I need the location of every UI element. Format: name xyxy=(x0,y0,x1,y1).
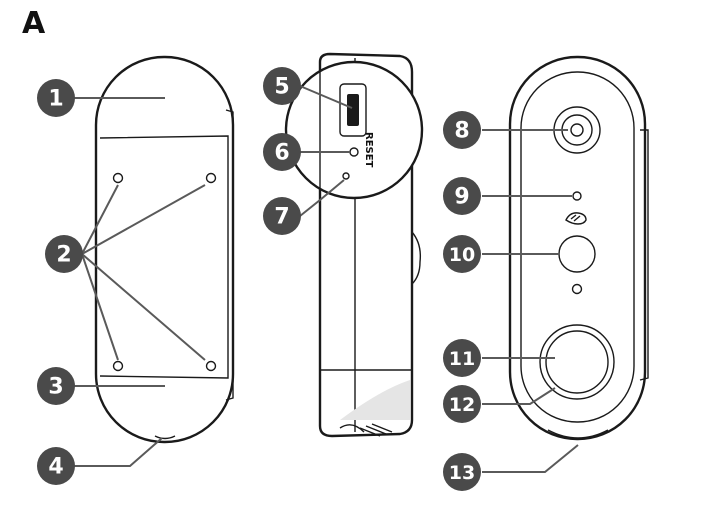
light-sensor xyxy=(572,191,582,201)
side-bump xyxy=(411,231,422,285)
svg-text:13: 13 xyxy=(449,462,475,484)
callout-4: 4 xyxy=(37,447,75,485)
reset-label: RESET xyxy=(363,132,374,168)
usb-port-inner xyxy=(347,94,359,126)
leader-2 xyxy=(81,184,206,361)
screw-hole-top-left xyxy=(112,172,124,184)
screw-hole-top-right xyxy=(205,172,217,184)
front-side-edge xyxy=(639,129,649,381)
back-bottom-port xyxy=(154,435,176,440)
svg-text:11: 11 xyxy=(449,348,475,370)
panel-label: A xyxy=(22,6,46,41)
svg-text:3: 3 xyxy=(48,375,63,400)
screw-hole-bottom-left xyxy=(112,360,124,372)
leader-7 xyxy=(299,179,345,217)
svg-text:2: 2 xyxy=(56,243,71,268)
callout-13: 13 xyxy=(443,453,481,491)
magnifier-circle xyxy=(284,60,424,200)
callout-10: 10 xyxy=(443,235,481,273)
callout-3: 3 xyxy=(37,367,75,405)
hand-sensor-icon xyxy=(565,212,587,225)
callout-7: 7 xyxy=(263,197,301,235)
mounting-plate xyxy=(99,135,229,379)
svg-text:8: 8 xyxy=(454,119,469,144)
callout-8: 8 xyxy=(443,111,481,149)
svg-text:6: 6 xyxy=(274,141,289,166)
doorbell-button-ring xyxy=(539,324,615,400)
callout-6: 6 xyxy=(263,133,301,171)
back-view xyxy=(94,55,235,444)
side-bottom-curve xyxy=(339,424,365,433)
callout-2: 2 xyxy=(45,235,83,273)
status-led xyxy=(571,283,583,295)
leader-5 xyxy=(299,85,353,109)
front-view xyxy=(508,55,649,441)
svg-text:10: 10 xyxy=(449,244,475,266)
callout-11: 11 xyxy=(443,339,481,377)
front-face xyxy=(520,71,635,423)
screw-hole-bottom-right xyxy=(205,360,217,372)
svg-text:7: 7 xyxy=(274,205,289,230)
front-body xyxy=(508,55,647,441)
leader-13 xyxy=(482,444,579,473)
callout-5: 5 xyxy=(263,67,301,105)
callout-9: 9 xyxy=(443,177,481,215)
back-side-edge xyxy=(225,109,234,401)
side-bottom-shade xyxy=(340,380,410,420)
front-bottom xyxy=(547,429,609,439)
mic-hole xyxy=(342,172,350,180)
svg-text:5: 5 xyxy=(274,75,289,100)
side-bottom-grip xyxy=(359,423,393,437)
svg-text:4: 4 xyxy=(48,455,63,480)
camera-lens-center xyxy=(570,123,584,137)
leader-4 xyxy=(72,437,163,467)
leader-lines xyxy=(72,85,579,473)
svg-text:12: 12 xyxy=(449,394,475,416)
svg-text:1: 1 xyxy=(48,87,63,112)
usb-port xyxy=(339,83,367,137)
leader-12 xyxy=(482,387,556,405)
side-view: RESET xyxy=(284,52,424,438)
back-body xyxy=(94,55,235,444)
svg-text:9: 9 xyxy=(454,185,469,210)
callout-12: 12 xyxy=(443,385,481,423)
callout-1: 1 xyxy=(37,79,75,117)
doorbell-button xyxy=(545,330,609,394)
